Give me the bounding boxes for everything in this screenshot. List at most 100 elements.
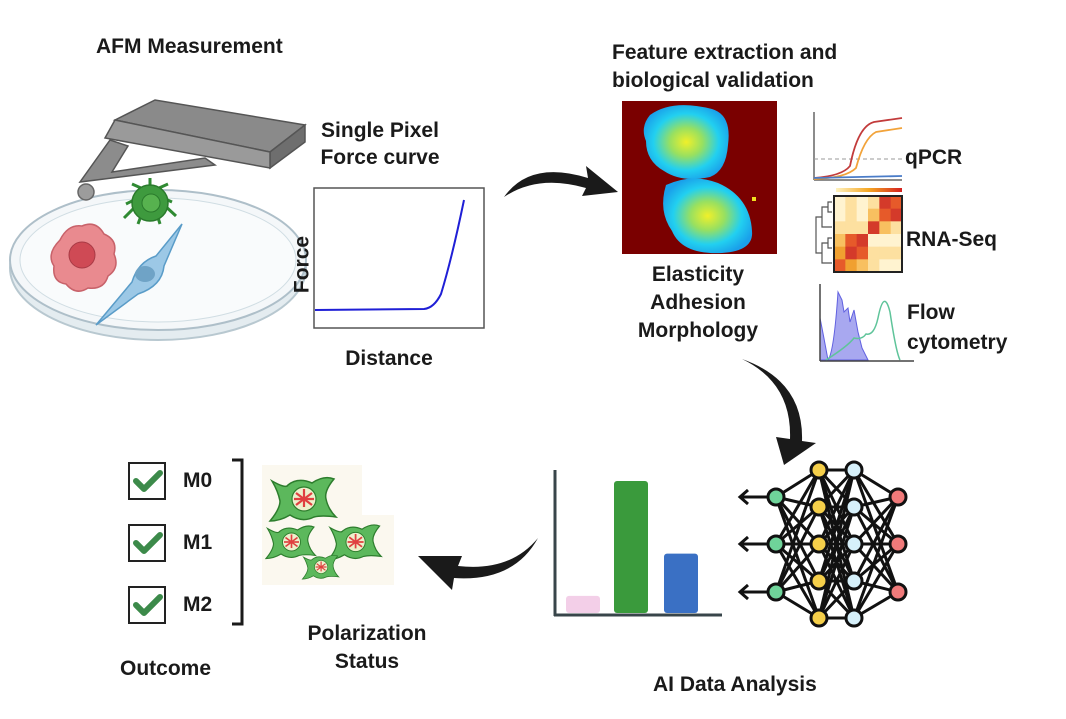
nn-edge: [852, 469, 900, 593]
blue-cell-icon: [95, 223, 183, 326]
afm-title: AFM Measurement: [96, 35, 283, 58]
elasticity-map: [622, 101, 777, 254]
output-arrow-icon: [737, 535, 768, 553]
ai-title: AI Data Analysis: [653, 673, 817, 696]
nn-node: [844, 608, 864, 628]
nn-node: [888, 487, 908, 507]
heatmap-cell: [845, 234, 858, 248]
heatmap-cell: [834, 196, 846, 210]
heatmap-cell: [879, 196, 892, 210]
outcome-checkbox-m1[interactable]: [128, 524, 166, 562]
heatmap-cell: [856, 246, 869, 260]
heatmap-cell: [856, 234, 869, 248]
heatmap-cell: [834, 246, 846, 260]
nn-node: [809, 497, 829, 517]
macrophage-icon: [327, 524, 383, 561]
heatmap-cell: [868, 208, 880, 222]
macrophage-icon: [268, 476, 339, 522]
outcome-label-m0: M0: [183, 469, 213, 492]
nn-node: [766, 534, 786, 554]
heatmap-cell: [890, 208, 903, 222]
heatmap-cell: [856, 208, 869, 222]
heatmap-cell: [834, 259, 846, 273]
nn-node: [844, 497, 864, 517]
nn-edge: [852, 469, 900, 545]
nn-edge: [774, 469, 821, 593]
heatmap-cell: [890, 259, 903, 273]
nn-edge: [817, 469, 856, 619]
nn-edge: [852, 496, 900, 582]
nn-edge: [774, 495, 821, 546]
rnaseq-label: RNA-Seq: [906, 228, 998, 251]
outcome-checkbox-m2[interactable]: [128, 586, 166, 624]
flow-label-1: Flow: [907, 301, 955, 324]
features-title-2: biological validation: [612, 69, 814, 92]
heatmap-cell: [879, 208, 892, 222]
nn-node: [809, 608, 829, 628]
nn-edge: [852, 496, 900, 619]
feature-morphology: Morphology: [637, 319, 759, 342]
heatmap-cell: [868, 259, 880, 273]
outcome-label-m1: M1: [183, 531, 213, 554]
polarization-title-2: Status: [334, 650, 400, 673]
heatmap-cell: [845, 221, 858, 235]
heatmap-cell: [845, 208, 858, 222]
heatmap-cell: [879, 234, 892, 248]
output-arrow-icon: [737, 583, 768, 601]
nn-node: [888, 582, 908, 602]
heatmap-cell: [856, 259, 869, 273]
heatmap-cell: [834, 221, 846, 235]
nn-edge: [817, 506, 856, 619]
outcome-label-m2: M2: [183, 593, 213, 616]
force-curve-plot: [313, 187, 485, 329]
heatmap-cell: [879, 259, 892, 273]
nn-edge: [853, 505, 899, 546]
feature-elasticity: Elasticity: [651, 263, 745, 286]
nn-edge: [774, 506, 821, 593]
heatmap-cell: [868, 221, 880, 235]
heatmap-cell: [845, 196, 858, 210]
red-cell-icon: [50, 223, 117, 292]
heatmap-cell: [845, 259, 858, 273]
rnaseq-heatmap: [815, 188, 903, 273]
macrophage-icon: [301, 554, 340, 580]
ai-bar: [614, 481, 648, 613]
heatmap-cell: [890, 221, 903, 235]
features-title-1: Feature extraction and: [612, 41, 838, 64]
neural-network-icon: [737, 460, 908, 628]
nn-edge: [817, 469, 856, 545]
outcome-bracket: [232, 458, 244, 626]
nn-node: [809, 571, 829, 591]
heatmap-cell: [868, 196, 880, 210]
polarization-title-1: Polarization: [307, 622, 427, 645]
heatmap-cell: [856, 196, 869, 210]
nn-edge: [774, 496, 821, 582]
check-icon: [133, 532, 163, 554]
heatmap-cell: [834, 208, 846, 222]
force-curve-frame: [313, 187, 485, 329]
heatmap-cell: [890, 246, 903, 260]
distance-axis-label: Distance: [345, 347, 433, 370]
nn-edge: [817, 543, 856, 619]
outcome-checkbox-m0[interactable]: [128, 462, 166, 500]
heatmap-cell: [868, 246, 880, 260]
heatmap-cell: [879, 221, 892, 235]
force-curve-title-1: Single Pixel: [321, 119, 439, 142]
flow-cytometry-chart: [819, 284, 914, 362]
force-curve-title-2: Force curve: [320, 146, 440, 169]
nn-node: [766, 582, 786, 602]
cantilever-icon: [77, 99, 307, 201]
flow-label-2: cytometry: [907, 331, 1008, 354]
nn-node: [844, 571, 864, 591]
nn-edge: [853, 542, 899, 583]
check-icon: [133, 470, 163, 492]
check-icon: [133, 594, 163, 616]
nn-node: [766, 487, 786, 507]
force-axis-label: Force: [290, 235, 314, 294]
nn-edge: [774, 496, 821, 619]
qpcr-label: qPCR: [905, 146, 963, 169]
qpcr-chart: [813, 112, 903, 181]
force-curve-line: [314, 199, 465, 311]
ai-bar-chart: [553, 470, 722, 617]
heatmap-cell: [879, 246, 892, 260]
